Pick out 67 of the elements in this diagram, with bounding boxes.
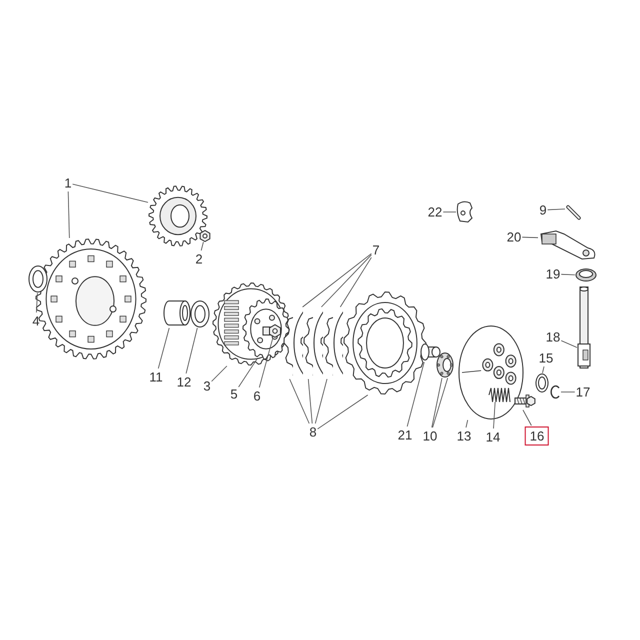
leader-line [317, 394, 368, 430]
bolt-drawing [514, 392, 536, 410]
callout-number: 10 [422, 428, 438, 444]
leader-line [522, 410, 532, 426]
hub-nut-drawing [263, 324, 280, 338]
leader-line [238, 358, 258, 388]
callout-number: 1 [64, 176, 72, 190]
callout-number: 9 [539, 202, 547, 218]
bushing-drawing [163, 298, 191, 328]
callout-number: 12 [176, 374, 192, 390]
seal-drawing [575, 268, 597, 282]
leader-line [431, 378, 442, 428]
leader-line [72, 184, 148, 203]
leader-line [542, 366, 544, 374]
gear-drawing [148, 185, 208, 247]
callout-number: 3 [203, 378, 211, 394]
leader-line [68, 191, 70, 238]
washer-drawing [535, 373, 549, 393]
callout-number: 13 [456, 428, 472, 444]
leader-line [186, 328, 198, 374]
callout-number: 21 [398, 428, 412, 442]
callout-number: 16 [524, 426, 550, 446]
pressure-plate-drawing [458, 325, 524, 420]
callout-number: 7 [372, 242, 380, 258]
nut-drawing [199, 230, 211, 242]
leader-line [308, 378, 313, 424]
callout-number: 22 [428, 204, 442, 220]
leader-line [547, 208, 566, 210]
leader-line [466, 420, 468, 428]
release-shaft-drawing [577, 285, 591, 370]
leader-line [321, 254, 372, 308]
callout-number: 8 [309, 424, 317, 440]
leader-line [302, 253, 372, 308]
washer-drawing [28, 265, 48, 293]
leader-line [258, 336, 274, 388]
pushrod-drawing [420, 342, 442, 362]
leader-line [432, 378, 448, 428]
callout-number: 4 [32, 314, 40, 328]
callout-number: 15 [538, 350, 554, 366]
callout-number: 19 [546, 266, 560, 282]
leader-line [560, 340, 578, 348]
callout-number: 17 [576, 384, 590, 400]
leader-line [158, 328, 170, 369]
circlip-drawing [550, 385, 561, 399]
spring-drawing [489, 388, 510, 402]
leader-line [560, 274, 576, 276]
bearing-drawing [436, 352, 454, 378]
bolt-drawing [565, 204, 581, 220]
callout-number: 20 [506, 230, 522, 244]
callout-number: 11 [149, 370, 163, 384]
leader-line [406, 362, 425, 427]
callout-number: 2 [195, 252, 203, 266]
washer-drawing [190, 300, 210, 328]
leader-line [36, 292, 38, 313]
callout-number: 5 [230, 386, 238, 402]
callout-number: 14 [486, 430, 500, 444]
leader-line [289, 378, 310, 424]
leader-line [211, 366, 228, 382]
leader-line [340, 257, 372, 308]
callout-number: 18 [546, 330, 560, 344]
leader-line [200, 242, 204, 251]
bracket-drawing [456, 200, 474, 224]
leader-line [522, 236, 538, 238]
clutch-hub-drawing [212, 282, 290, 366]
leader-line [314, 378, 328, 424]
callout-number: 6 [253, 388, 261, 404]
inner-hub-drawing [243, 299, 289, 359]
